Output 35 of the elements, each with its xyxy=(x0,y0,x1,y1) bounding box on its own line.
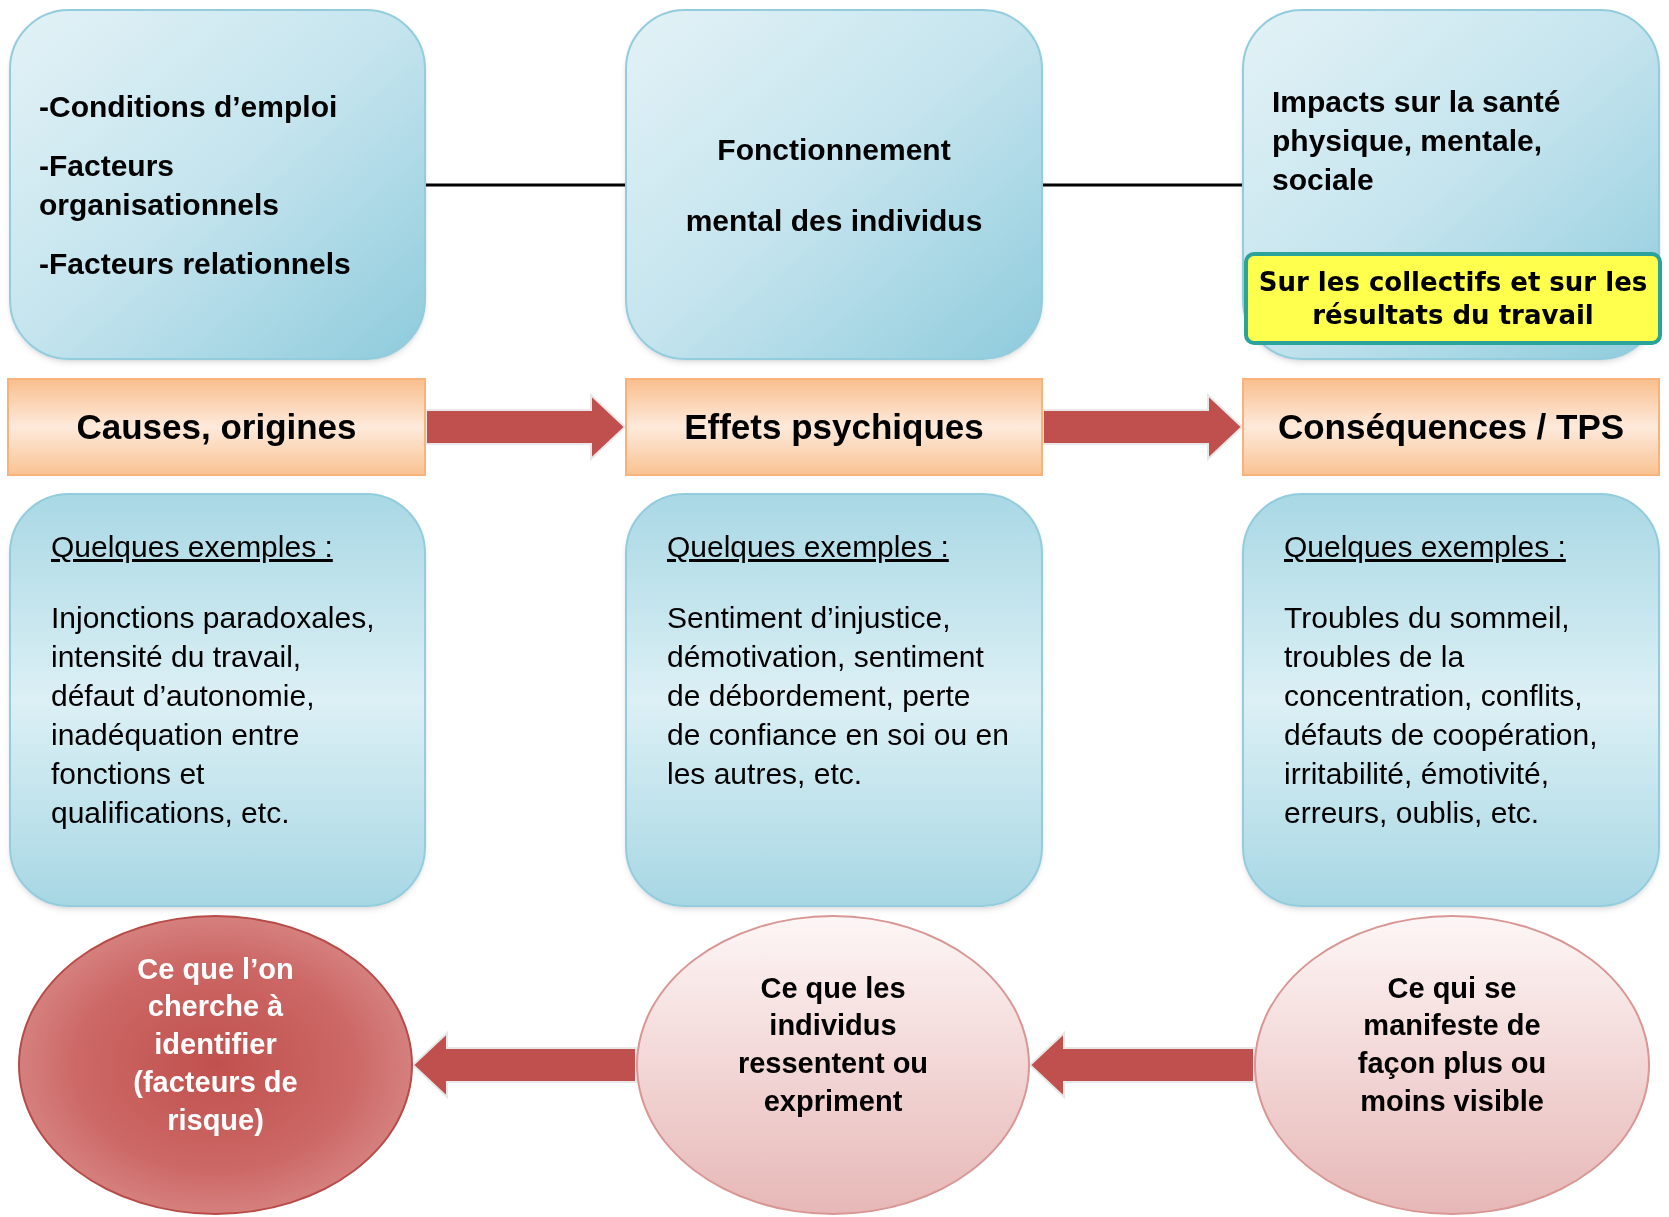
title-bar xyxy=(7,378,426,476)
highlight-box xyxy=(1244,252,1662,345)
bar-title: Conséquences / TPS xyxy=(1277,405,1625,448)
box-text: -Conditions d’emploi xyxy=(39,88,339,125)
connector-line xyxy=(426,183,625,187)
body-text: Injonctions paradoxales, intensité du travail, défaut d’autonomie, inadéquation entre fonctions et qualifications, etc. xyxy=(51,600,376,831)
rounded-box xyxy=(9,493,426,907)
box-text: mental des individus xyxy=(685,202,983,239)
title-bar xyxy=(1242,378,1660,476)
box-text: Fonctionnement xyxy=(717,131,951,168)
block-arrow xyxy=(411,1030,637,1100)
heading-text: Quelques exemples : xyxy=(51,529,334,565)
heading-text: Quelques exemples : xyxy=(667,529,950,565)
body-text: Sentiment d’injustice, démotivation, sentiment de débordement, perte de confiance en soi ou en les autres, etc. xyxy=(667,600,1009,792)
rounded-box xyxy=(9,9,426,360)
ellipse-text: Ce que l’on cherche à identifier (facteurs de risque) xyxy=(132,951,299,1138)
box-text: Impacts sur la santé physique, mentale, sociale xyxy=(1272,84,1562,198)
box-text: Sur les collectifs et sur les résultats du travail xyxy=(1257,266,1649,331)
ellipse-text: Ce que les individus ressentent ou expriment xyxy=(736,970,930,1119)
ellipse-text: Ce qui se manifeste de façon plus ou moins visible xyxy=(1356,970,1548,1119)
block-arrow xyxy=(1028,1030,1255,1100)
bar-title: Causes, origines xyxy=(76,405,357,448)
block-arrow xyxy=(425,392,627,462)
rounded-box xyxy=(1242,9,1660,360)
heading-text: Quelques exemples : xyxy=(1284,529,1567,565)
rounded-box xyxy=(625,9,1043,360)
bar-title: Effets psychiques xyxy=(684,405,984,448)
box-text: -Facteurs relationnels xyxy=(39,245,352,282)
rounded-box xyxy=(1242,493,1660,907)
title-bar xyxy=(625,378,1043,476)
rounded-box xyxy=(625,493,1043,907)
body-text: Troubles du sommeil, troubles de la concentration, conflits, défauts de coopération, irritabilité, émotivité, erreurs, oublis, etc. xyxy=(1284,600,1599,831)
block-arrow xyxy=(1042,392,1244,462)
box-text: -Facteurs organisationnels xyxy=(39,147,281,223)
connector-line xyxy=(1043,183,1242,187)
